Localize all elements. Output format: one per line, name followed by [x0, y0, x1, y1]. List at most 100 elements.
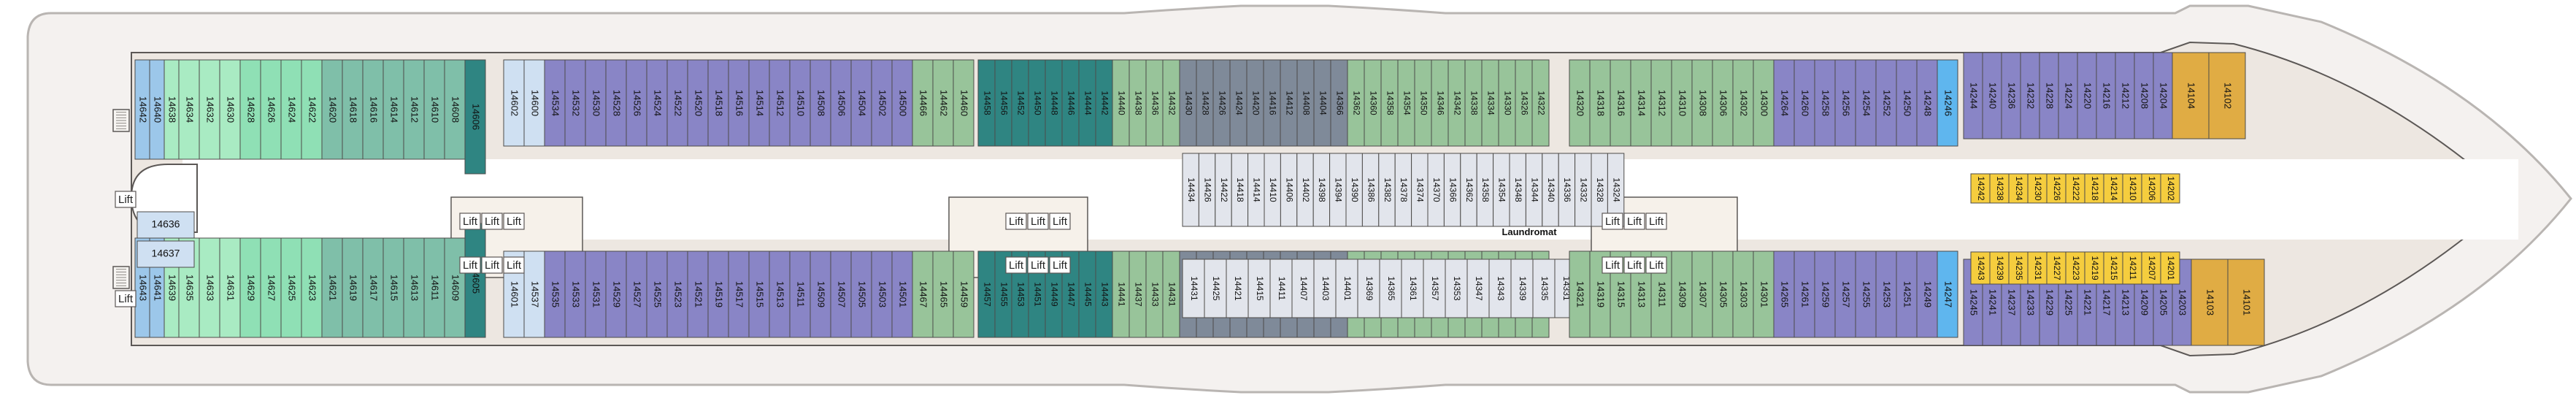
cabin-14366[interactable]: 14366 [1443, 153, 1461, 227]
cabin-14306[interactable]: 14306 [1712, 59, 1734, 147]
cabin-14206[interactable]: 14206 [2141, 173, 2161, 204]
cabin-14406[interactable]: 14406 [1280, 153, 1298, 227]
cabin-14358[interactable]: 14358 [1380, 59, 1399, 147]
cabin-14404[interactable]: 14404 [1313, 59, 1331, 147]
cabin-14250[interactable]: 14250 [1896, 59, 1918, 147]
cabin-14410[interactable]: 14410 [1264, 153, 1281, 227]
cabin-14264[interactable]: 14264 [1773, 59, 1795, 147]
cabin-14103[interactable]: 14103 [2191, 259, 2229, 346]
cabin-14445[interactable]: 14445 [1078, 250, 1096, 338]
cabin-14357[interactable]: 14357 [1423, 259, 1446, 318]
cabin-14625[interactable]: 14625 [280, 237, 302, 338]
cabin-14628[interactable]: 14628 [239, 59, 261, 160]
cabin-14431[interactable]: 14431 [1182, 259, 1205, 318]
cabin-14319[interactable]: 14319 [1589, 250, 1611, 338]
cabin-14347[interactable]: 14347 [1466, 259, 1490, 318]
cabin-14260[interactable]: 14260 [1793, 59, 1815, 147]
cabin-14242[interactable]: 14242 [1970, 173, 1991, 204]
cabin-14316[interactable]: 14316 [1610, 59, 1631, 147]
cabin-14342[interactable]: 14342 [1447, 59, 1466, 147]
cabin-14629[interactable]: 14629 [239, 237, 261, 338]
cabin-14431[interactable]: 14431 [1162, 250, 1180, 338]
cabin-14522[interactable]: 14522 [666, 59, 688, 147]
cabin-14309[interactable]: 14309 [1671, 250, 1693, 338]
cabin-14394[interactable]: 14394 [1329, 153, 1347, 227]
cabin-14416[interactable]: 14416 [1263, 59, 1281, 147]
cabin-14339[interactable]: 14339 [1510, 259, 1534, 318]
cabin-14344[interactable]: 14344 [1525, 153, 1543, 227]
cabin-14253[interactable]: 14253 [1875, 250, 1897, 338]
cabin-14426[interactable]: 14426 [1212, 59, 1231, 147]
cabin-14248[interactable]: 14248 [1916, 59, 1938, 147]
cabin-14433[interactable]: 14433 [1145, 250, 1164, 338]
cabin-14517[interactable]: 14517 [728, 250, 750, 338]
cabin-14504[interactable]: 14504 [850, 59, 872, 147]
cabin-14620[interactable]: 14620 [321, 59, 343, 160]
cabin-14382[interactable]: 14382 [1378, 153, 1396, 227]
cabin-14336[interactable]: 14336 [1558, 153, 1576, 227]
cabin-14208[interactable]: 14208 [2134, 52, 2154, 139]
cabin-14226[interactable]: 14226 [2046, 173, 2066, 204]
cabin-14261[interactable]: 14261 [1793, 250, 1815, 338]
cabin-14238[interactable]: 14238 [1989, 173, 2010, 204]
cabin-14613[interactable]: 14613 [403, 237, 425, 338]
cabin-14365[interactable]: 14365 [1379, 259, 1402, 318]
cabin-14222[interactable]: 14222 [2065, 173, 2085, 204]
cabin-14301[interactable]: 14301 [1753, 250, 1775, 338]
cabin-14509[interactable]: 14509 [810, 250, 831, 338]
cabin-14512[interactable]: 14512 [769, 59, 791, 147]
cabin-14436[interactable]: 14436 [1145, 59, 1164, 147]
cabin-14244[interactable]: 14244 [1963, 52, 1983, 139]
cabin-14358[interactable]: 14358 [1476, 153, 1494, 227]
cabin-14214[interactable]: 14214 [2103, 173, 2123, 204]
cabin-14243[interactable]: 14243 [1970, 251, 1991, 285]
cabin-14386[interactable]: 14386 [1361, 153, 1380, 227]
cabin-14506[interactable]: 14506 [830, 59, 852, 147]
cabin-14507[interactable]: 14507 [830, 250, 852, 338]
cabin-14350[interactable]: 14350 [1414, 59, 1432, 147]
cabin-14218[interactable]: 14218 [2084, 173, 2104, 204]
cabin-14634[interactable]: 14634 [178, 59, 200, 160]
cabin-14622[interactable]: 14622 [301, 59, 323, 160]
cabin-14303[interactable]: 14303 [1732, 250, 1754, 338]
cabin-14624[interactable]: 14624 [280, 59, 302, 160]
cabin-14623[interactable]: 14623 [301, 237, 323, 338]
cabin-14502[interactable]: 14502 [871, 59, 893, 147]
cabin-14422[interactable]: 14422 [1215, 153, 1232, 227]
cabin-14529[interactable]: 14529 [605, 250, 627, 338]
cabin-14254[interactable]: 14254 [1855, 59, 1877, 147]
cabin-14204[interactable]: 14204 [2153, 52, 2173, 139]
cabin-14500[interactable]: 14500 [891, 59, 913, 147]
cabin-14460[interactable]: 14460 [953, 59, 974, 147]
cabin-14307[interactable]: 14307 [1691, 250, 1713, 338]
cabin-14321[interactable]: 14321 [1569, 250, 1591, 338]
cabin-14104[interactable]: 14104 [2172, 52, 2210, 139]
cabin-14510[interactable]: 14510 [789, 59, 811, 147]
cabin-14432[interactable]: 14432 [1162, 59, 1180, 147]
cabin-14516[interactable]: 14516 [728, 59, 750, 147]
cabin-14219[interactable]: 14219 [2084, 251, 2104, 285]
cabin-14533[interactable]: 14533 [564, 250, 586, 338]
cabin-14302[interactable]: 14302 [1732, 59, 1754, 147]
cabin-14318[interactable]: 14318 [1589, 59, 1611, 147]
cabin-14621[interactable]: 14621 [321, 237, 343, 338]
cabin-14374[interactable]: 14374 [1411, 153, 1429, 227]
cabin-14425[interactable]: 14425 [1204, 259, 1227, 318]
cabin-14450[interactable]: 14450 [1028, 59, 1046, 147]
cabin-14535[interactable]: 14535 [544, 250, 566, 338]
cabin-14642[interactable]: 14642 [134, 59, 150, 160]
cabin-14630[interactable]: 14630 [219, 59, 241, 160]
cabin-14501[interactable]: 14501 [891, 250, 913, 338]
cabin-14403[interactable]: 14403 [1313, 259, 1337, 318]
cabin-14602[interactable]: 14602 [503, 59, 525, 147]
cabin-14534[interactable]: 14534 [544, 59, 566, 147]
cabin-14338[interactable]: 14338 [1464, 59, 1483, 147]
cabin-14420[interactable]: 14420 [1246, 59, 1264, 147]
cabin-14426[interactable]: 14426 [1198, 153, 1216, 227]
cabin-14462[interactable]: 14462 [932, 59, 954, 147]
cabin-14308[interactable]: 14308 [1691, 59, 1713, 147]
cabin-14223[interactable]: 14223 [2065, 251, 2085, 285]
cabin-14609[interactable]: 14609 [444, 237, 466, 338]
cabin-14513[interactable]: 14513 [769, 250, 791, 338]
cabin-14401[interactable]: 14401 [1335, 259, 1358, 318]
